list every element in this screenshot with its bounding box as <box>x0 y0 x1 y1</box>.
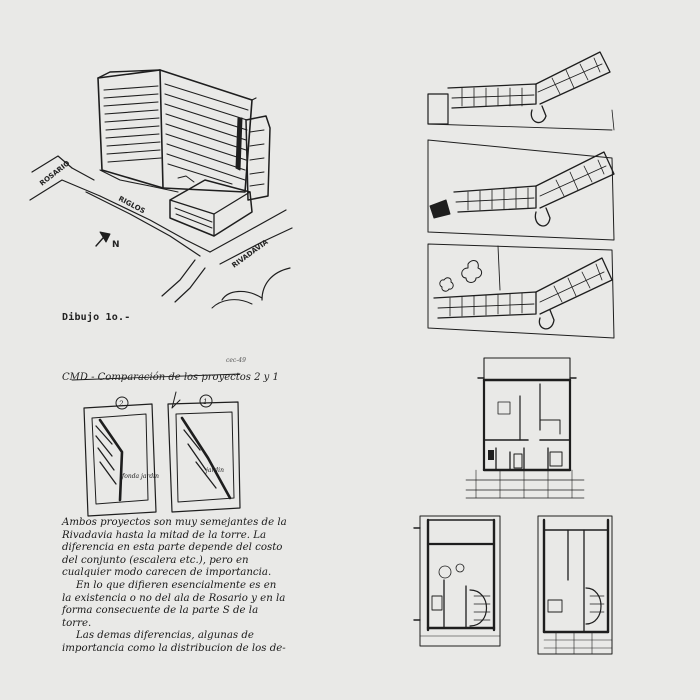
note-paragraph-2: En lo que difieren esencialmente es en l… <box>62 579 286 629</box>
sketch-marker-right: 1 <box>203 398 207 406</box>
street-label-rivadavia: RIVADAVIA <box>230 238 270 270</box>
street-label-rosario: ROSARIO <box>38 159 71 187</box>
note-paragraph-1: Ambos proyectos son muy semejantes de la… <box>62 517 287 579</box>
sketch-reference-note: cec-49 <box>226 357 246 364</box>
floor-plan-3 <box>537 515 613 655</box>
hand-sketch-comparison <box>71 373 241 517</box>
sketch-marker-left: 2 <box>118 400 124 408</box>
floor-plan-1 <box>465 357 585 499</box>
north-label: N <box>112 240 120 250</box>
drawing-caption: Dibujo 1o.- <box>62 312 131 323</box>
site-plan-3 <box>427 243 615 339</box>
site-plan-1 <box>427 51 615 131</box>
north-arrow-icon <box>95 231 111 247</box>
handwritten-notes: Ambos proyectos son muy semejantes de la… <box>62 517 287 656</box>
sketch-title: CMD - Comparación de los proyectos 2 y 1 <box>62 372 279 383</box>
sketch-label-right: jardin <box>204 467 224 474</box>
floor-plan-2 <box>413 515 501 647</box>
note-paragraph-3: Las demas diferencias, algunas de import… <box>62 630 286 654</box>
site-plan-2 <box>427 139 615 241</box>
sketch-label-left: fonda jardin <box>121 473 159 480</box>
street-label-riglos: RIGLOS <box>117 195 146 216</box>
axonometric-building-sketch <box>29 69 293 309</box>
